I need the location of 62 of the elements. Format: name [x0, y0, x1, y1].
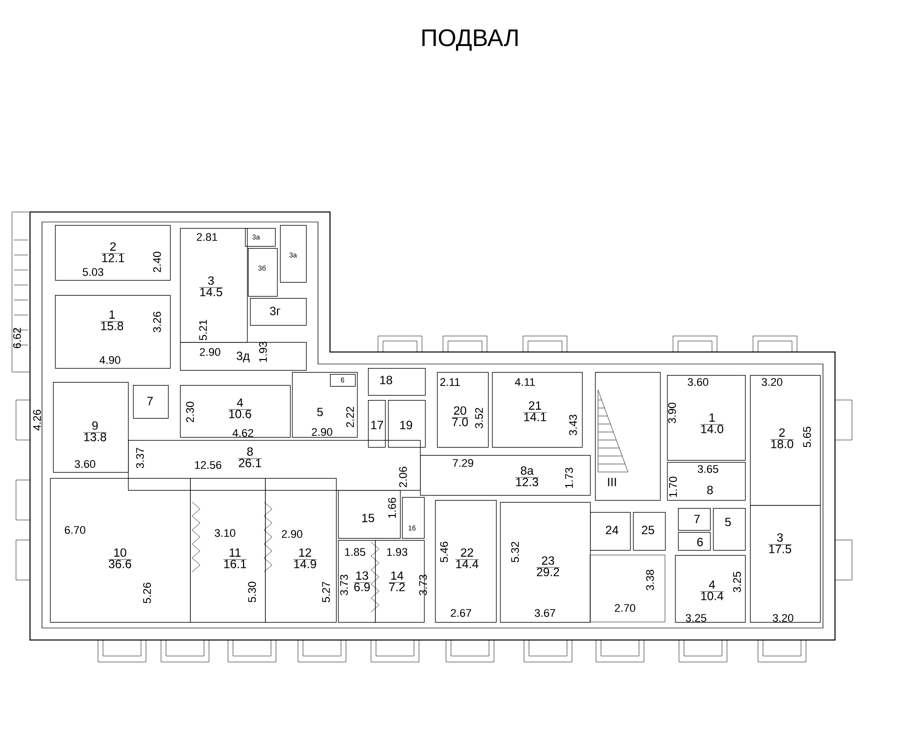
room: 25	[633, 512, 666, 551]
dimension-label: 5.26	[143, 582, 151, 604]
room: 24	[590, 512, 631, 551]
dimension-label: 3.25	[733, 572, 741, 592]
dimension-label: 5.46	[440, 542, 448, 562]
dimension-label: 3.38	[646, 570, 654, 590]
dimension-label: 3.67	[534, 609, 556, 617]
room: 19	[388, 400, 426, 448]
dimension-label: 5.27	[322, 582, 330, 602]
dimension-label: 5.65	[803, 426, 811, 448]
dimension-label: 5.32	[511, 542, 519, 562]
dimension-label: 3.10	[214, 529, 236, 537]
dimension-label: 5.21	[199, 320, 207, 340]
dimension-label: 2.11	[440, 378, 460, 386]
dimension-label: 3.60	[74, 460, 96, 468]
dimension-label: 2.40	[153, 252, 161, 272]
dimension-label: 1.66	[388, 498, 396, 518]
dimension-label: 2.06	[399, 466, 407, 488]
dimension-label: 2.90	[200, 348, 220, 356]
dimension-label: 4.62	[232, 429, 254, 437]
room: 7	[678, 508, 711, 531]
dimension-label: 3.37	[136, 448, 144, 468]
dimension-label: 3.65	[698, 465, 718, 473]
room: III	[595, 372, 661, 501]
dimension-label: 3.90	[668, 402, 676, 424]
dimension-label: 5.30	[248, 582, 256, 602]
room: 6	[678, 532, 711, 551]
dimension-label: 3.20	[772, 614, 794, 622]
dimension-label: 2.67	[450, 609, 472, 617]
dimension-label: 3.20	[762, 378, 782, 386]
dimension-label: 5.03	[82, 268, 104, 276]
room: 7	[133, 385, 169, 419]
dimension-label: 2.30	[186, 402, 194, 422]
dimension-label: 7.29	[452, 459, 474, 467]
dimension-label: 2.90	[282, 530, 302, 538]
dimension-label: 3.25	[686, 614, 706, 622]
dimension-label: 4.26	[33, 410, 41, 430]
dimension-label: 1.93	[259, 342, 267, 362]
dimension-label: 1.93	[387, 548, 408, 556]
dimension-label: 1.70	[669, 476, 677, 497]
room: 5	[713, 508, 746, 551]
room: 17	[368, 400, 386, 448]
dimension-label: 2.90	[312, 428, 332, 436]
dimension-label: 3.60	[688, 378, 708, 386]
dimension-label: 1.73	[565, 468, 573, 488]
dimension-label: 3.26	[153, 312, 161, 332]
dimension-label: 2.81	[196, 233, 218, 241]
dimension-label: 2.70	[614, 604, 636, 612]
dimension-label: 2.22	[346, 406, 354, 428]
dimension-label: 3.73	[340, 574, 348, 596]
dimension-label: 12.56	[195, 461, 222, 469]
dimension-label: 3.43	[569, 414, 577, 436]
room: 18	[368, 368, 426, 396]
room: 3г	[250, 298, 307, 326]
dimension-label: 3.73	[419, 574, 427, 596]
dimension-label: 4.11	[514, 378, 535, 386]
dimension-label: 3.52	[475, 408, 483, 428]
dimension-label: 6.70	[64, 526, 86, 534]
dimension-label: 4.90	[100, 356, 120, 364]
dimension-label: 6.62	[13, 328, 21, 348]
dimension-label: 1.85	[345, 548, 366, 556]
title: ПОДВАЛ	[422, 29, 518, 51]
